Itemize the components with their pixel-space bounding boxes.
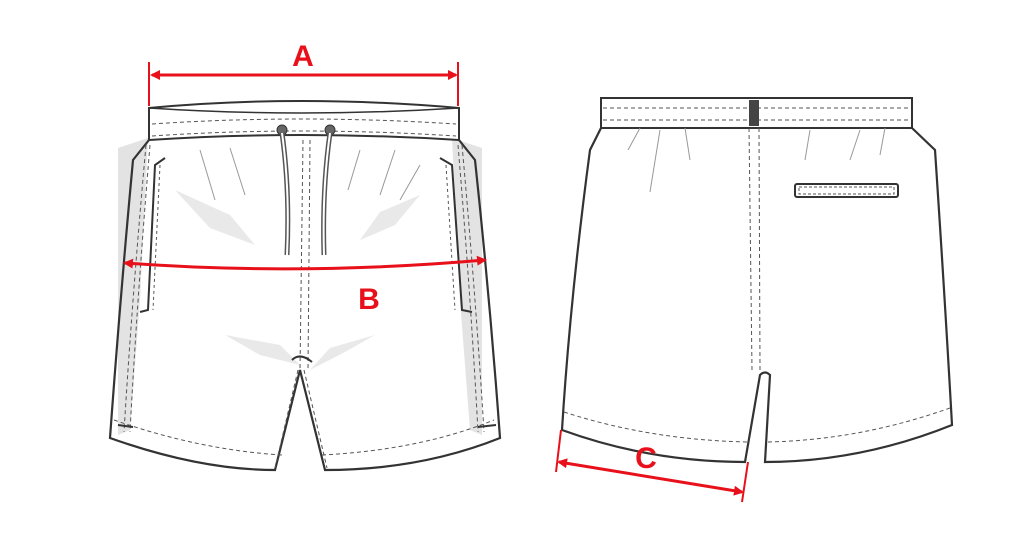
- measure-a-label: A: [292, 40, 314, 73]
- right-side-stitch: [461, 144, 485, 433]
- left-pocket: [139, 157, 166, 313]
- front-right-hem-stitch: [321, 419, 495, 456]
- measurements: A B C: [123, 40, 749, 503]
- front-left-hem-stitch: [113, 419, 283, 456]
- right-hem-mark: [477, 424, 497, 428]
- measure-b-label: B: [358, 283, 380, 316]
- front-waistband: [148, 100, 460, 142]
- right-side-stitch-2: [457, 144, 479, 433]
- back-view: [560, 97, 954, 464]
- back-center-seam-2: [758, 127, 761, 371]
- crotch: [291, 355, 313, 363]
- back-center-seam: [748, 127, 753, 371]
- waistband-stitch-2: [151, 130, 457, 137]
- front-shading: [118, 138, 482, 435]
- right-inseam: [303, 369, 328, 469]
- left-hem-mark: [117, 424, 134, 428]
- right-pocket-stitch: [445, 164, 456, 311]
- waistband-top-edge: [148, 107, 460, 114]
- measure-c-tick-left: [555, 429, 562, 473]
- right-pocket: [439, 157, 473, 313]
- waistband-stitch: [151, 118, 457, 125]
- left-inseam: [274, 369, 299, 469]
- front-center-seam-2: [307, 139, 311, 371]
- front-wrinkles: [199, 147, 421, 201]
- measure-c-label: C: [635, 442, 657, 475]
- back-wrinkles: [627, 127, 886, 193]
- back-body-outline: [560, 127, 954, 464]
- measure-c-arrow: [557, 458, 744, 496]
- back-label: [749, 100, 759, 126]
- left-side-stitch: [123, 144, 147, 433]
- back-right-hem-stitch: [767, 407, 951, 443]
- back-left-hem-stitch: [563, 411, 749, 443]
- front-view: [108, 100, 502, 472]
- left-side-stitch-2: [129, 144, 151, 433]
- back-pocket-stitch: [798, 186, 895, 195]
- front-body-outline: [108, 139, 502, 472]
- measure-b-arrow: [123, 255, 487, 271]
- measure-c-tick-right: [741, 461, 749, 503]
- back-pocket: [794, 183, 899, 198]
- drawstring: [276, 124, 336, 256]
- left-pocket-stitch: [152, 164, 161, 311]
- front-center-seam: [299, 139, 304, 371]
